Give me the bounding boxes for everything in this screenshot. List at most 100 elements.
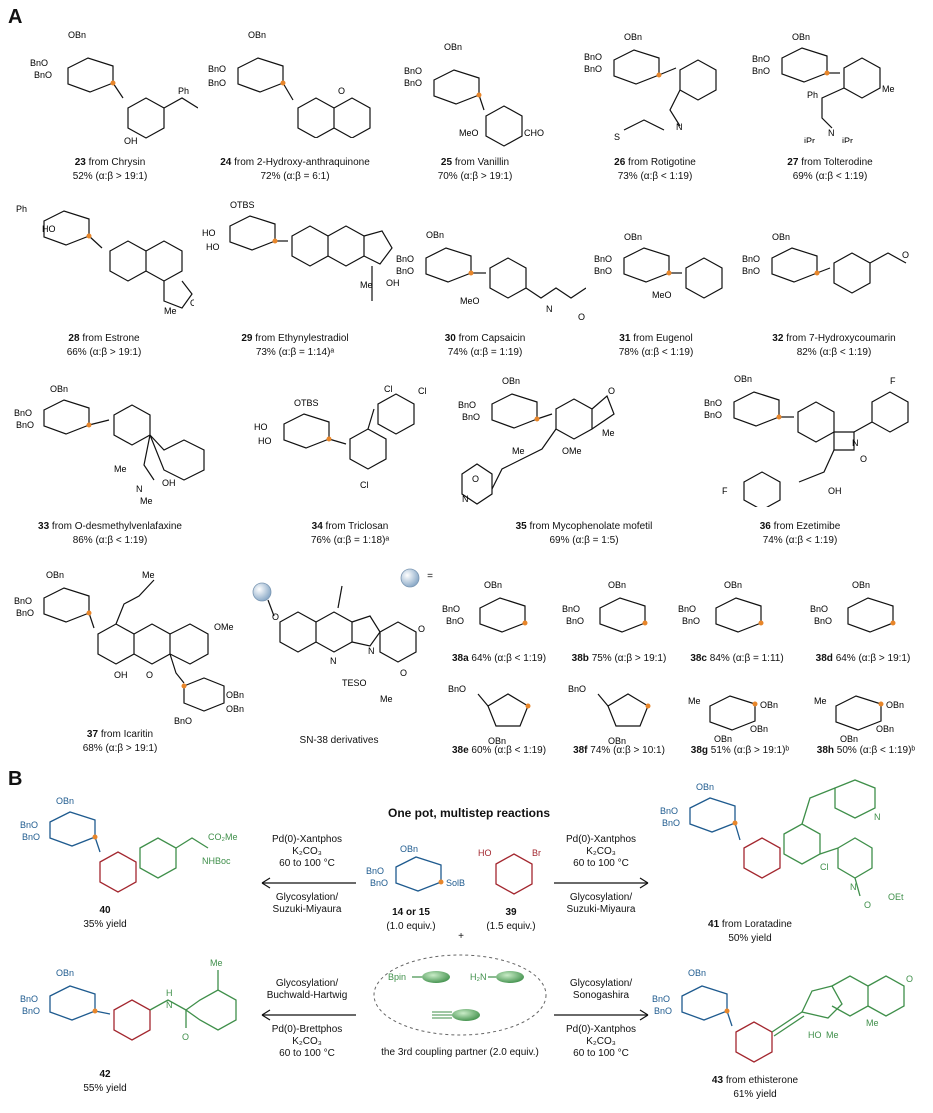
svg-text:BnO: BnO <box>14 596 32 606</box>
svg-text:BnO: BnO <box>22 1006 40 1016</box>
svg-text:HO: HO <box>42 224 56 234</box>
svg-text:N: N <box>874 812 881 822</box>
panel-a-letter: A <box>8 6 23 28</box>
svg-text:OBn: OBn <box>226 690 244 700</box>
svg-text:BnO: BnO <box>458 400 476 410</box>
svg-text:BnO: BnO <box>442 604 460 614</box>
svg-text:OBn: OBn <box>760 700 778 710</box>
svg-text:BnO: BnO <box>678 604 696 614</box>
svg-text:HO: HO <box>254 422 268 432</box>
svg-text:Ph: Ph <box>807 90 818 100</box>
svg-text:CO₂Me: CO₂Me <box>208 832 238 842</box>
svg-text:BnO: BnO <box>208 78 226 88</box>
svg-text:BnO: BnO <box>174 716 192 726</box>
svg-text:Me: Me <box>814 696 827 706</box>
structure-35: OBn BnO BnO O Me OMe Me O N <box>458 376 615 505</box>
svg-text:HO: HO <box>478 848 492 858</box>
svg-text:OTBS: OTBS <box>230 200 255 210</box>
caption-38b: 38b 75% (α:β > 19:1) <box>571 653 667 664</box>
svg-text:BnO: BnO <box>16 420 34 430</box>
svg-text:OBn: OBn <box>226 704 244 714</box>
svg-text:Br: Br <box>532 848 541 858</box>
svg-text:OBn: OBn <box>248 30 266 40</box>
svg-text:OBn: OBn <box>624 232 642 242</box>
caption-38g: 38g 51% (α:β > 19:1)ᵇ <box>690 745 790 756</box>
svg-text:BnO: BnO <box>752 66 770 76</box>
svg-text:Ph: Ph <box>16 204 27 214</box>
svg-text:O: O <box>182 1032 189 1042</box>
svg-text:BnO: BnO <box>704 398 722 408</box>
svg-text:OBn: OBn <box>46 570 64 580</box>
svg-text:OBn: OBn <box>484 580 502 590</box>
svg-text:HO: HO <box>206 242 220 252</box>
svg-text:Me: Me <box>688 696 701 706</box>
svg-text:OBn: OBn <box>852 580 870 590</box>
svg-text:OBn: OBn <box>734 374 752 384</box>
svg-text:BnO: BnO <box>22 832 40 842</box>
structure-14-15: OBn BnO BnO SolB <box>366 844 465 892</box>
svg-text:O: O <box>578 312 585 322</box>
structure-27: OBn BnO BnO Ph Me N iPr iPr <box>752 32 895 143</box>
structure-24: OBn BnO BnO O <box>208 30 371 138</box>
structure-39: HO Br <box>478 848 541 895</box>
compound-number: 23 <box>74 157 86 168</box>
svg-text:OBn: OBn <box>876 724 894 734</box>
panel-b-header: One pot, multistep reactions <box>387 806 551 820</box>
svg-text:NHBoc: NHBoc <box>202 856 231 866</box>
svg-text:BnO: BnO <box>742 266 760 276</box>
structure-37: OBn BnO BnO Me OMe OH O OBn OBn BnO <box>14 570 244 726</box>
svg-text:Me: Me <box>866 1018 879 1028</box>
svg-text:Me: Me <box>360 280 373 290</box>
svg-text:Me: Me <box>882 84 895 94</box>
svg-text:Me: Me <box>114 464 127 474</box>
svg-text:Cl: Cl <box>418 386 427 396</box>
svg-text:O: O <box>272 612 279 622</box>
svg-text:OBn: OBn <box>792 32 810 42</box>
svg-text:OBn: OBn <box>502 376 520 386</box>
svg-text:N: N <box>828 128 835 138</box>
obn-label: OBn <box>68 30 86 40</box>
caption-sn38: SN-38 derivatives <box>299 735 379 746</box>
svg-text:OBn: OBn <box>624 32 642 42</box>
svg-text:BnO: BnO <box>448 684 466 694</box>
svg-text:BnO: BnO <box>396 266 414 276</box>
svg-text:N: N <box>368 646 375 656</box>
svg-text:Me: Me <box>140 496 153 505</box>
svg-text:MeO: MeO <box>459 128 479 138</box>
svg-text:F: F <box>722 486 728 496</box>
amine-label: H₂N <box>470 972 487 982</box>
svg-text:Cl: Cl <box>360 480 369 490</box>
svg-text:BnO: BnO <box>594 254 612 264</box>
svg-text:MeO: MeO <box>460 296 480 306</box>
structure-30: OBn BnO BnO MeO N O <box>396 230 586 322</box>
svg-text:CHO: CHO <box>524 128 544 138</box>
svg-text:OBn: OBn <box>56 796 74 806</box>
svg-text:BnO: BnO <box>20 994 38 1004</box>
svg-text:O: O <box>608 386 615 396</box>
svg-text:OH: OH <box>162 478 176 488</box>
svg-text:O: O <box>418 624 425 634</box>
svg-text:OBn: OBn <box>426 230 444 240</box>
svg-text:OBn: OBn <box>840 734 858 744</box>
caption-38d: 38d 64% (α:β > 19:1) <box>815 653 911 664</box>
arrow-bottom-right <box>554 1009 649 1021</box>
svg-text:Cl: Cl <box>820 862 829 872</box>
svg-text:BnO: BnO <box>652 994 670 1004</box>
caption-38h: 38h 50% (α:β < 1:19)ᵇ <box>816 745 916 756</box>
structure-32: OBn BnO BnO O <box>742 232 909 294</box>
structure-28: Ph HO Me O <box>16 204 194 316</box>
svg-text:BnO: BnO <box>814 616 832 626</box>
caption-38f: 38f 74% (α:β > 10:1) <box>573 745 665 756</box>
